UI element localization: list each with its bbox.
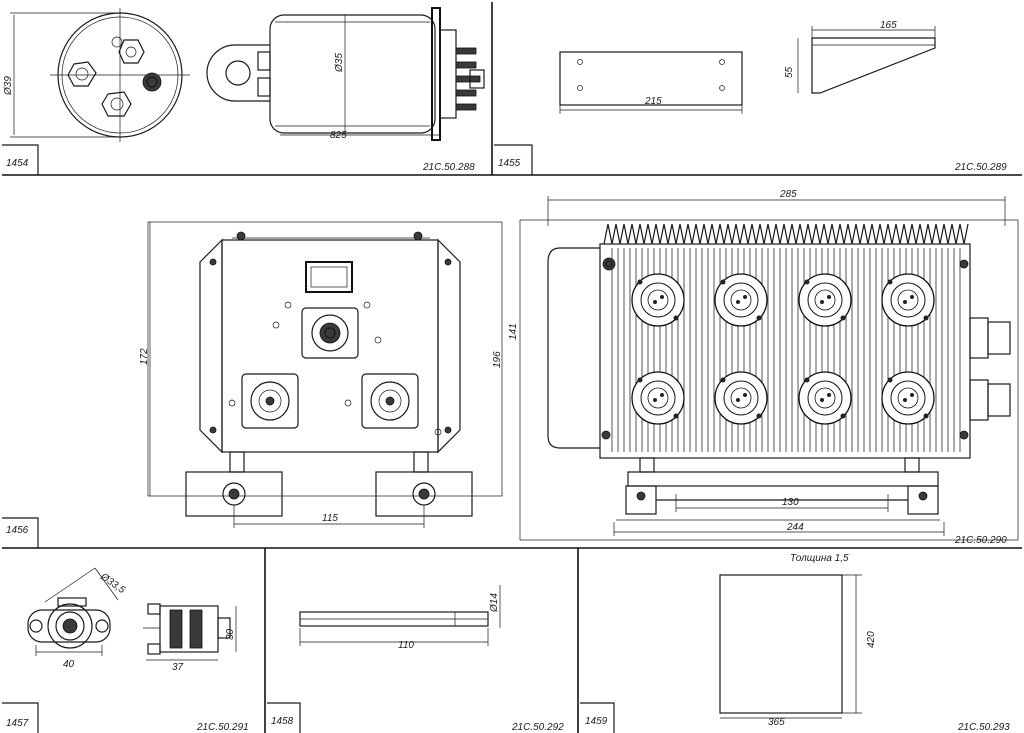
panel-1457: Ø33,5 40 30 37 1457 21С.50.291	[6, 567, 249, 733]
heatsink-fins	[603, 223, 969, 245]
dim-height-55: 55	[784, 66, 795, 78]
panel-id-1458: 1458	[271, 716, 294, 727]
dim-length-130: 130	[782, 497, 799, 508]
dim-width-115: 115	[322, 513, 338, 524]
panel-id-1455: 1455	[498, 158, 521, 169]
dim-length-285: 285	[779, 189, 797, 200]
panel-1458: Ø14 110 1458 21С.50.292	[271, 585, 564, 733]
dim-length-165: 165	[880, 20, 897, 31]
dim-height-30: 30	[225, 628, 236, 640]
panel-code-1457: 21С.50.291	[196, 722, 249, 733]
panel-1456: 172 196 115 285 141	[6, 189, 1019, 546]
dim-diameter-35: Ø35	[334, 53, 345, 73]
dim-height-141: 141	[508, 323, 519, 340]
thickness-note: Толщина 1,5	[790, 553, 849, 564]
panel-1455: 215 165 55 1455 21С.50.289	[498, 20, 1007, 173]
transistor	[881, 371, 935, 425]
dim-width-37: 37	[172, 662, 184, 673]
panel-code-1458: 21С.50.292	[511, 722, 564, 733]
dim-width-40: 40	[63, 659, 75, 670]
dim-diameter-39: Ø39	[3, 76, 14, 96]
transistor	[714, 371, 768, 425]
transistor-array	[631, 273, 935, 425]
panel-code-1455: 21С.50.289	[954, 162, 1007, 173]
dim-diameter-14: Ø14	[489, 593, 500, 613]
connector-top	[301, 307, 359, 359]
terminals	[455, 47, 485, 111]
transistor	[798, 273, 852, 327]
panel-1459: Толщина 1,5 420 365 1459 21С.50.293	[585, 553, 1010, 733]
panel-code-1459: 21С.50.293	[957, 722, 1010, 733]
panel-1454: Ø39 Ø35 825 1454 21С.50.288	[3, 7, 485, 173]
panel-id-1459: 1459	[585, 716, 608, 727]
dim-width-215: 215	[644, 96, 662, 107]
connector-right	[361, 373, 419, 429]
transistor	[881, 273, 935, 327]
dim-height-172: 172	[139, 348, 150, 365]
transistor	[631, 273, 685, 327]
dim-length-825: 825	[330, 130, 347, 141]
panel-code-1454: 21С.50.288	[422, 162, 475, 173]
dim-length-244: 244	[786, 522, 804, 533]
dim-height-196: 196	[492, 351, 503, 368]
panel-code-1456: 21С.50.290	[954, 535, 1007, 546]
screw-marks	[228, 301, 442, 436]
transistor	[631, 371, 685, 425]
dim-width-365: 365	[768, 717, 785, 728]
connector-left	[241, 373, 299, 429]
panel-id-1457: 1457	[6, 718, 29, 729]
dim-length-110: 110	[398, 640, 414, 651]
panel-id-1456: 1456	[6, 525, 29, 536]
transistor	[798, 371, 852, 425]
panel-id-1454: 1454	[6, 158, 29, 169]
transistor	[714, 273, 768, 327]
dim-height-420: 420	[866, 631, 877, 648]
